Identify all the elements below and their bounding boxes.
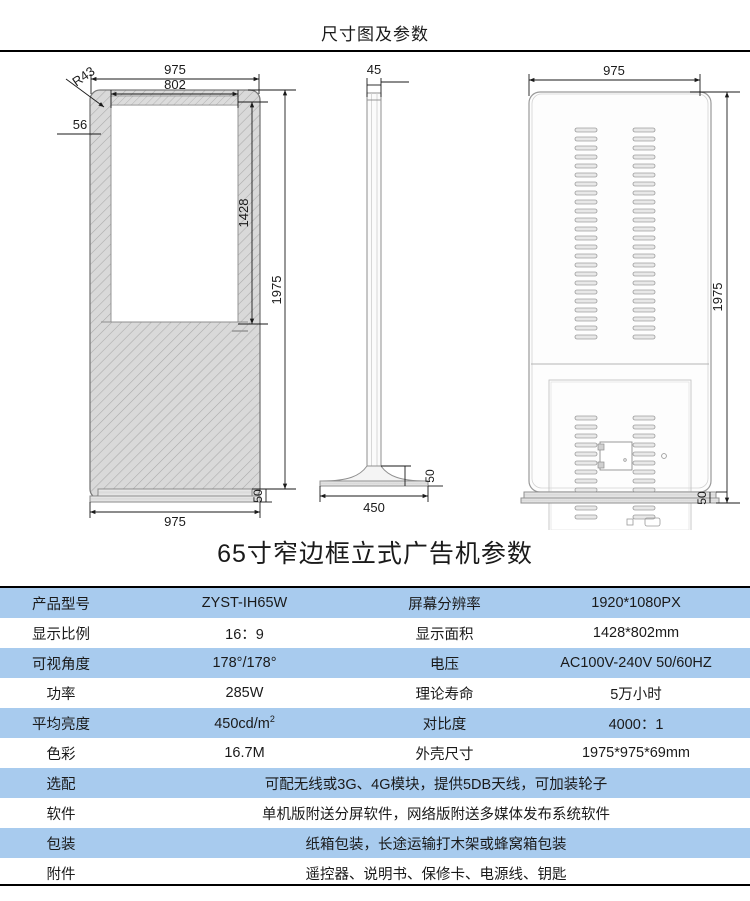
spec-key-secondary: 电压 xyxy=(367,648,522,678)
spec-key-primary: 可视角度 xyxy=(0,648,122,678)
spec-value-wide: 遥控器、说明书、保修卡、电源线、钥匙 xyxy=(122,858,750,888)
table-row: 包装纸箱包装，长途运输打木架或蜂窝箱包装 xyxy=(0,828,750,858)
spec-key-primary: 选配 xyxy=(0,768,122,798)
spec-value-wide: 单机版附送分屏软件，网络版附送多媒体发布系统软件 xyxy=(122,798,750,828)
header-divider xyxy=(0,50,750,52)
rear-view: 975 1975 50 xyxy=(520,63,740,530)
spec-key-secondary: 显示面积 xyxy=(367,618,522,648)
spec-value-primary: 178°/178° xyxy=(122,648,367,678)
dim-corner-radius: R43 xyxy=(69,63,97,89)
dim-front-base-height: 50 xyxy=(251,489,265,503)
dim-rear-height: 1975 xyxy=(710,283,725,312)
spec-value-secondary: 1920*1080PX xyxy=(522,588,750,618)
dim-bezel-width: 56 xyxy=(73,117,87,132)
front-view: 975 802 R43 56 1428 xyxy=(57,62,296,529)
dim-front-width-bottom: 975 xyxy=(164,514,186,529)
spec-value-secondary: 5万小时 xyxy=(522,678,750,708)
vent-slots-upper xyxy=(574,127,656,340)
dim-screen-width: 802 xyxy=(164,77,186,92)
table-row: 附件遥控器、说明书、保修卡、电源线、钥匙 xyxy=(0,858,750,888)
dim-side-base-depth: 450 xyxy=(363,500,385,515)
table-row: 选配可配无线或3G、4G模块，提供5DB天线，可加装轮子 xyxy=(0,768,750,798)
spec-value-secondary: 1975*975*69mm xyxy=(522,738,750,768)
dim-side-depth: 45 xyxy=(367,62,381,77)
dim-rear-width: 975 xyxy=(603,63,625,78)
section-title: 65寸窄边框立式广告机参数 xyxy=(217,540,533,568)
spec-value-primary: 16.7M xyxy=(122,738,367,768)
table-top-divider xyxy=(0,586,750,588)
spec-value-primary: 285W xyxy=(122,678,367,708)
spec-value-primary: ZYST-IH65W xyxy=(122,588,367,618)
spec-value-secondary: 4000：1 xyxy=(522,708,750,738)
spec-key-primary: 平均亮度 xyxy=(0,708,122,738)
dim-screen-height: 1428 xyxy=(236,199,251,228)
side-view: 45 50 450 xyxy=(319,62,443,515)
spec-key-secondary: 外壳尺寸 xyxy=(367,738,522,768)
spec-value-primary: 450cd/m2 xyxy=(122,708,367,738)
spec-key-primary: 显示比例 xyxy=(0,618,122,648)
spec-value-primary: 16：9 xyxy=(122,618,367,648)
spec-key-primary: 软件 xyxy=(0,798,122,828)
spec-value-secondary: 1428*802mm xyxy=(522,618,750,648)
spec-key-secondary: 对比度 xyxy=(367,708,522,738)
table-row: 软件单机版附送分屏软件，网络版附送多媒体发布系统软件 xyxy=(0,798,750,828)
spec-key-primary: 附件 xyxy=(0,858,122,888)
spec-key-primary: 功率 xyxy=(0,678,122,708)
spec-key-secondary: 理论寿命 xyxy=(367,678,522,708)
table-bottom-divider xyxy=(0,884,750,886)
spec-key-primary: 包装 xyxy=(0,828,122,858)
dim-front-total-height: 1975 xyxy=(269,276,284,305)
page-title: 尺寸图及参数 xyxy=(321,25,429,44)
spec-key-secondary: 屏幕分辨率 xyxy=(367,588,522,618)
spec-value-secondary: AC100V-240V 50/60HZ xyxy=(522,648,750,678)
dim-side-base-height: 50 xyxy=(423,469,437,483)
spec-key-primary: 产品型号 xyxy=(0,588,122,618)
technical-drawing-area: 975 802 R43 56 1428 xyxy=(0,52,750,530)
dim-front-width-top: 975 xyxy=(164,62,186,77)
spec-value-wide: 纸箱包装，长途运输打木架或蜂窝箱包装 xyxy=(122,828,750,858)
spec-key-primary: 色彩 xyxy=(0,738,122,768)
dim-rear-base-height: 50 xyxy=(695,491,709,505)
spec-value-wide: 可配无线或3G、4G模块，提供5DB天线，可加装轮子 xyxy=(122,768,750,798)
